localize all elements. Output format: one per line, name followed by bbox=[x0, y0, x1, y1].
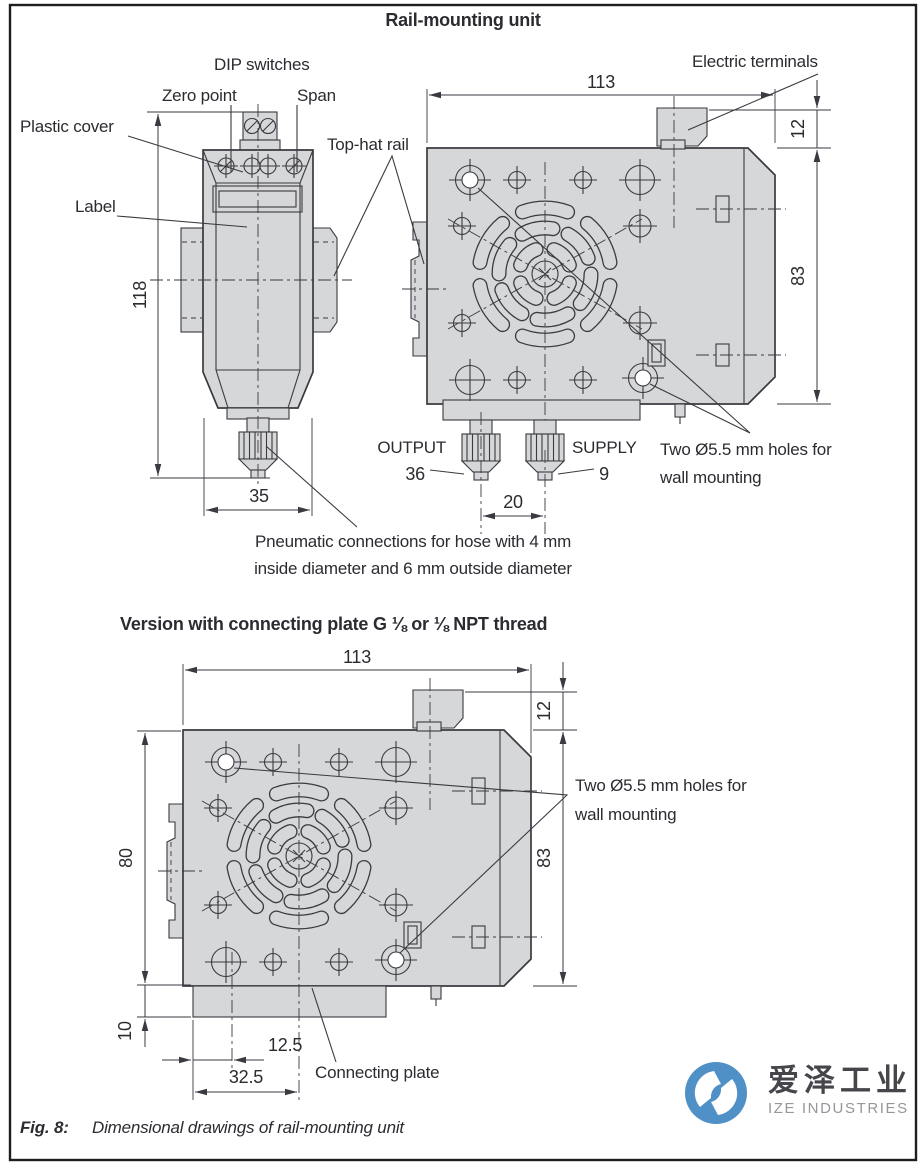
label-pneumatic-1: Pneumatic connections for hose with 4 mm bbox=[255, 532, 571, 551]
label-dip-switches: DIP switches bbox=[214, 55, 310, 74]
dim-plate-thickness: 10 bbox=[115, 985, 191, 1047]
svg-text:83: 83 bbox=[534, 848, 554, 868]
dim-port-spacing: 20 bbox=[483, 492, 543, 520]
dim-plate-version-height: 80 bbox=[116, 730, 191, 986]
section2-title: Version with connecting plate G ⅛ or ⅛ N… bbox=[120, 614, 547, 634]
svg-text:20: 20 bbox=[503, 492, 523, 512]
svg-text:12.5: 12.5 bbox=[268, 1035, 302, 1055]
label-wall-holes-1: Two Ø5.5 mm holes for bbox=[660, 440, 832, 459]
label-connecting-plate: Connecting plate bbox=[315, 1063, 439, 1082]
label-pneumatic-2: inside diameter and 6 mm outside diamete… bbox=[254, 559, 572, 578]
dim-plate-edge-offset: 32.5 bbox=[195, 1067, 297, 1096]
dim-side-height: 83 bbox=[777, 150, 831, 405]
svg-text:32.5: 32.5 bbox=[229, 1067, 263, 1087]
svg-text:113: 113 bbox=[343, 647, 371, 667]
dim-side-height-2: 83 bbox=[533, 732, 577, 987]
svg-text:113: 113 bbox=[587, 72, 615, 92]
svg-text:10: 10 bbox=[115, 1021, 135, 1041]
electric-terminal-block-2 bbox=[412, 689, 464, 729]
front-view-drawing: 118 35 bbox=[130, 104, 352, 516]
label-supply-port: 9 bbox=[599, 464, 609, 484]
svg-text:118: 118 bbox=[130, 281, 150, 309]
dim-front-height: 118 bbox=[130, 111, 273, 479]
label-span: Span bbox=[297, 86, 336, 105]
svg-text:12: 12 bbox=[534, 701, 554, 721]
figure-caption: Fig. 8: Dimensional drawings of rail-mou… bbox=[20, 1118, 406, 1137]
connecting-plate-shape bbox=[192, 985, 387, 1018]
label-zero-point: Zero point bbox=[162, 86, 237, 105]
figure-number: Fig. 8: bbox=[20, 1118, 69, 1137]
label-wall-holes-2b: wall mounting bbox=[574, 805, 676, 824]
zero-point-screw[interactable] bbox=[214, 154, 238, 178]
upper-annotations: DIP switches Zero point Span Plastic cov… bbox=[20, 52, 832, 578]
page-title: Rail-mounting unit bbox=[385, 10, 541, 30]
label-label: Label bbox=[75, 197, 116, 216]
label-output-port: 36 bbox=[405, 464, 425, 484]
electric-terminal-block bbox=[656, 107, 708, 147]
dim-terminal-height-2: 12 bbox=[465, 662, 577, 760]
ize-logo-mark bbox=[685, 1062, 747, 1124]
label-wall-holes-2: wall mounting bbox=[659, 468, 761, 487]
dim-side-width-2: 113 bbox=[182, 647, 532, 753]
ize-logo: 爱泽工业 IZE INDUSTRIES bbox=[685, 1062, 912, 1124]
label-wall-holes-1b: Two Ø5.5 mm holes for bbox=[575, 776, 747, 795]
svg-text:35: 35 bbox=[249, 486, 269, 506]
svg-text:80: 80 bbox=[116, 848, 136, 868]
dim-side-width: 113 bbox=[426, 72, 776, 143]
dim-front-width: 35 bbox=[203, 418, 313, 516]
svg-text:83: 83 bbox=[788, 266, 808, 286]
plate-version-drawing: 113 12 83 80 10 bbox=[115, 647, 747, 1100]
label-supply: SUPPLY bbox=[572, 438, 637, 457]
label-window bbox=[212, 185, 303, 213]
span-screw[interactable] bbox=[282, 154, 306, 178]
side-view-drawing: 113 12 83 20 bbox=[402, 72, 831, 534]
label-electric-terminals: Electric terminals bbox=[692, 52, 818, 71]
label-output: OUTPUT bbox=[377, 438, 446, 457]
figure-caption-text: Dimensional drawings of rail-mounting un… bbox=[92, 1118, 405, 1137]
svg-text:12: 12 bbox=[788, 119, 808, 139]
ize-logo-cn: 爱泽工业 bbox=[768, 1063, 912, 1098]
label-top-hat-rail: Top-hat rail bbox=[327, 135, 409, 154]
housing-side bbox=[426, 147, 776, 405]
page-border bbox=[8, 3, 918, 1162]
dim-port-offset: 12.5 bbox=[162, 1020, 303, 1100]
ize-logo-en: IZE INDUSTRIES bbox=[768, 1100, 909, 1117]
label-plastic-cover: Plastic cover bbox=[20, 117, 114, 136]
